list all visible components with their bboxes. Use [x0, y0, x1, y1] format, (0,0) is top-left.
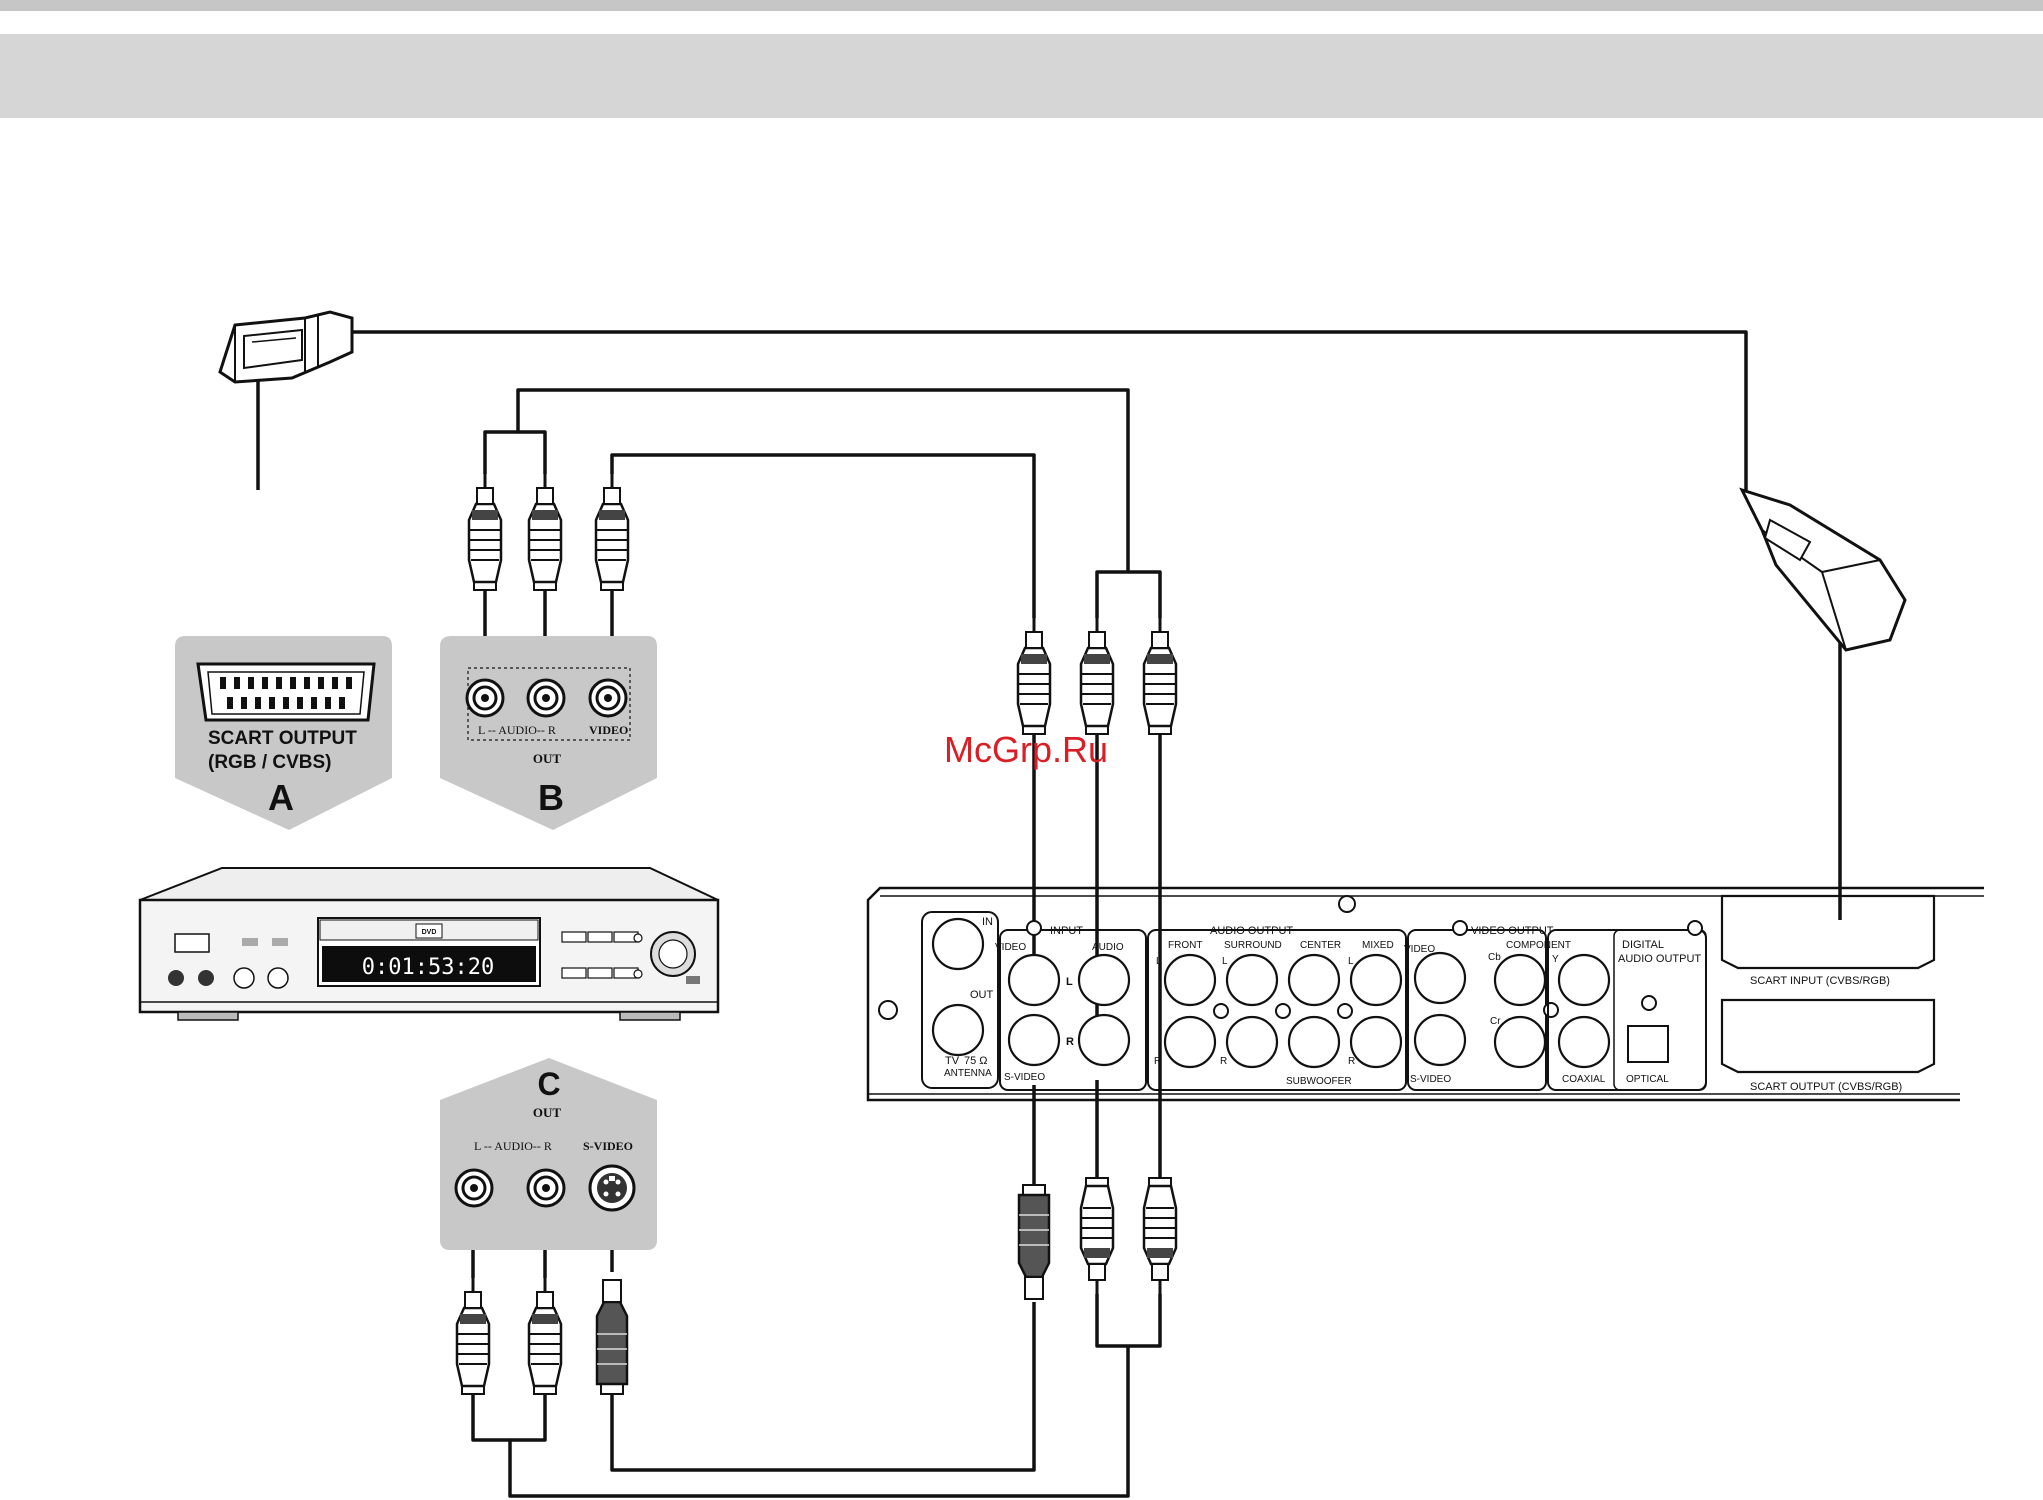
panel-b-video-label: VIDEO [589, 723, 628, 737]
audio-cable-b [483, 388, 1162, 678]
antenna-label: ANTENNA [944, 1068, 992, 1079]
header-band [0, 34, 2043, 118]
panel-c-out-label: OUT [533, 1105, 562, 1120]
panel-b-letter: B [538, 777, 564, 818]
panel-c-audio-label: L -- AUDIO-- R [474, 1139, 552, 1153]
jack-b-audio-r [526, 678, 566, 718]
jack-b-video [588, 678, 628, 718]
audio-front-label: FRONT [1168, 940, 1202, 951]
component-cb-label: Cb [1488, 952, 1501, 963]
audio-front-r-label: R [1154, 1056, 1161, 1067]
jack-b-audio-l [465, 678, 505, 718]
digital-label-1: DIGITAL [1622, 939, 1664, 951]
panel-c-letter: C [537, 1066, 560, 1102]
dvd-display-time: 0:01:53:20 [362, 955, 494, 980]
subwoofer-label: SUBWOOFER [1286, 1076, 1352, 1087]
top-rule [0, 0, 2043, 11]
panel-c-svideo-output: C OUT L -- AUDIO-- R S-VIDEO [440, 1058, 657, 1250]
rca-plugs-top-b [467, 472, 630, 592]
video-output-svideo-label: S-VIDEO [1410, 1074, 1451, 1085]
antenna-in-label: IN [982, 916, 993, 928]
panel-a-scart-output: SCART OUTPUT (RGB / CVBS) A [175, 636, 392, 830]
digital-label-2: AUDIO OUTPUT [1618, 953, 1701, 965]
antenna-out-label: OUT [970, 989, 994, 1001]
svideo-cable-c [610, 1302, 1036, 1472]
scart-plug-right [1739, 487, 1907, 652]
audio-surround-l-label: L [1222, 956, 1228, 967]
panel-b-audio-label: L -- AUDIO-- R [478, 723, 556, 737]
panel-a-title: SCART OUTPUT [208, 728, 357, 749]
audio-mixed-label: MIXED [1362, 940, 1394, 951]
scart-output-label: SCART OUTPUT (CVBS/RGB) [1750, 1081, 1902, 1093]
antenna-tv-label: TV [945, 1055, 960, 1067]
antenna-in-jack [931, 917, 985, 971]
jack-c-svideo [588, 1164, 636, 1212]
video-cable-b [610, 453, 1036, 678]
panel-b-out-label: OUT [533, 751, 562, 766]
dvd-player-front: DVD 0:01:53:20 [138, 867, 720, 1021]
audio-front-l-label: L [1156, 956, 1162, 967]
input-video-jack [1007, 953, 1061, 1007]
input-l-label: L [1066, 976, 1073, 988]
scart-pins [220, 677, 352, 709]
rear-panel: IN OUT TV 75 Ω ANTENNA INPUT VIDEO AUDIO… [866, 886, 1984, 1102]
input-audio-l-jack [1077, 953, 1131, 1007]
component-cr-label: Cr [1490, 1016, 1501, 1027]
component-y-label: Y [1552, 954, 1559, 965]
antenna-ohm-label: 75 Ω [964, 1055, 988, 1067]
jack-c-audio-l [454, 1168, 494, 1208]
audio-output-label: AUDIO OUTPUT [1210, 925, 1293, 937]
scart-input-label: SCART INPUT (CVBS/RGB) [1750, 975, 1890, 987]
jack-c-audio-r [526, 1168, 566, 1208]
input-r-label: R [1066, 1036, 1074, 1048]
rca-plugs-top-rear [1016, 616, 1178, 736]
audio-mixed-l-label: L [1348, 956, 1354, 967]
audio-surround-label: SURROUND [1224, 940, 1282, 951]
antenna-out-jack [931, 1003, 985, 1057]
dvd-logo: DVD [422, 929, 437, 936]
input-svideo-jack [1007, 1013, 1061, 1067]
panel-c-svideo-label: S-VIDEO [583, 1139, 633, 1153]
input-video-label: VIDEO [995, 942, 1026, 953]
audio-cable-c [471, 1230, 1162, 1498]
coaxial-label: COAXIAL [1562, 1074, 1606, 1085]
rca-plugs-bottom-c [455, 1276, 629, 1396]
audio-center-label: CENTER [1300, 940, 1341, 951]
input-audio-label: AUDIO [1092, 942, 1124, 953]
audio-surround-r-label: R [1220, 1056, 1227, 1067]
input-audio-r-jack [1077, 1013, 1131, 1067]
audio-mixed-r-label: R [1348, 1056, 1355, 1067]
scart-plug-left [218, 310, 354, 384]
panel-a-letter: A [268, 777, 294, 818]
component-label: COMPONENT [1506, 940, 1571, 951]
panel-a-subtitle: (RGB / CVBS) [208, 752, 332, 773]
video-output-label: VIDEO OUTPUT [1471, 925, 1554, 937]
panel-b-rca-output: L -- AUDIO-- R VIDEO OUT B [440, 636, 657, 830]
input-svideo-label: S-VIDEO [1004, 1072, 1045, 1083]
watermark: McGrp.Ru [944, 729, 1108, 770]
scart-cable [256, 330, 1842, 920]
rca-plugs-bottom-rear [1017, 1176, 1178, 1301]
video-output-video-label: VIDEO [1404, 944, 1435, 955]
input-label: INPUT [1050, 925, 1083, 937]
optical-label: OPTICAL [1626, 1074, 1669, 1085]
